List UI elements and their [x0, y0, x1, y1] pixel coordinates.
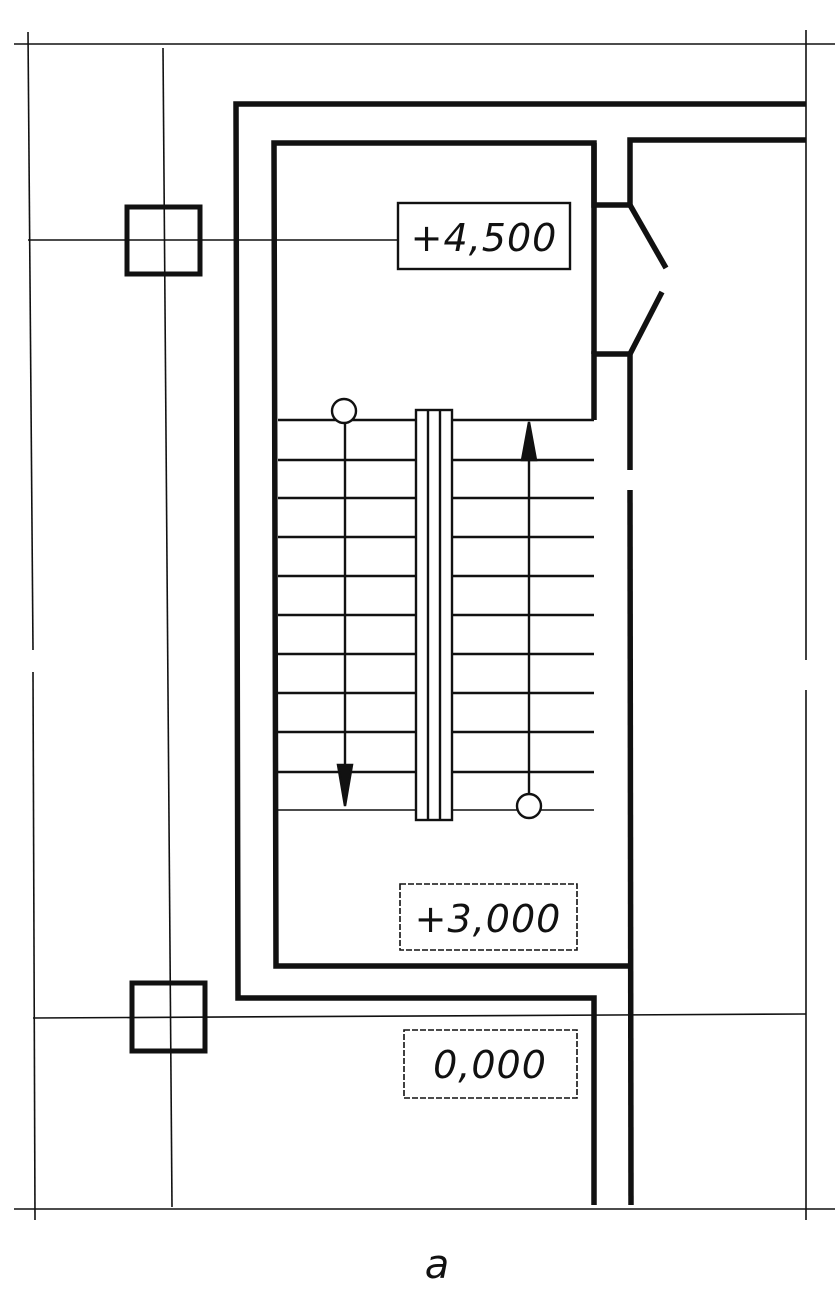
right-wall-segment — [627, 489, 634, 1206]
elevation-labels: +4,500 +3,000 0,000 — [396, 201, 578, 1099]
figure-caption: a — [425, 1242, 450, 1288]
grid-line-left-lower — [32, 671, 36, 1221]
up-arrow-head — [520, 421, 538, 462]
outer-wall — [233, 101, 806, 1205]
door-jamb-upper — [591, 137, 806, 208]
down-arrow-head — [336, 763, 354, 807]
stair-well-stringer — [414, 408, 454, 822]
down-arrow-start-circle — [330, 397, 358, 425]
elevation-box-top — [396, 201, 572, 271]
flight-arrows — [330, 397, 543, 820]
axis-horizontal-lower — [32, 1013, 807, 1019]
column-upper — [124, 204, 203, 277]
elevation-box-ground — [403, 1029, 578, 1099]
elevation-box-mid — [399, 883, 578, 951]
inner-wall — [271, 140, 630, 969]
stringer-box — [414, 408, 454, 822]
column-lower — [129, 980, 208, 1054]
elevation-label-mid: +3,000 — [415, 897, 562, 941]
elevation-label-ground: 0,000 — [433, 1043, 547, 1087]
door-leaf-upper — [627, 203, 669, 270]
grid-line-left — [27, 31, 34, 651]
walls — [233, 101, 806, 1206]
door-leaf-lower — [627, 290, 665, 356]
grid-lines — [14, 30, 835, 1221]
axis-column-vertical — [162, 47, 173, 1208]
door-jamb-lower — [591, 351, 633, 470]
columns — [124, 204, 208, 1054]
elevation-label-top: +4,500 — [411, 216, 558, 260]
up-arrow-start-circle — [515, 792, 543, 820]
